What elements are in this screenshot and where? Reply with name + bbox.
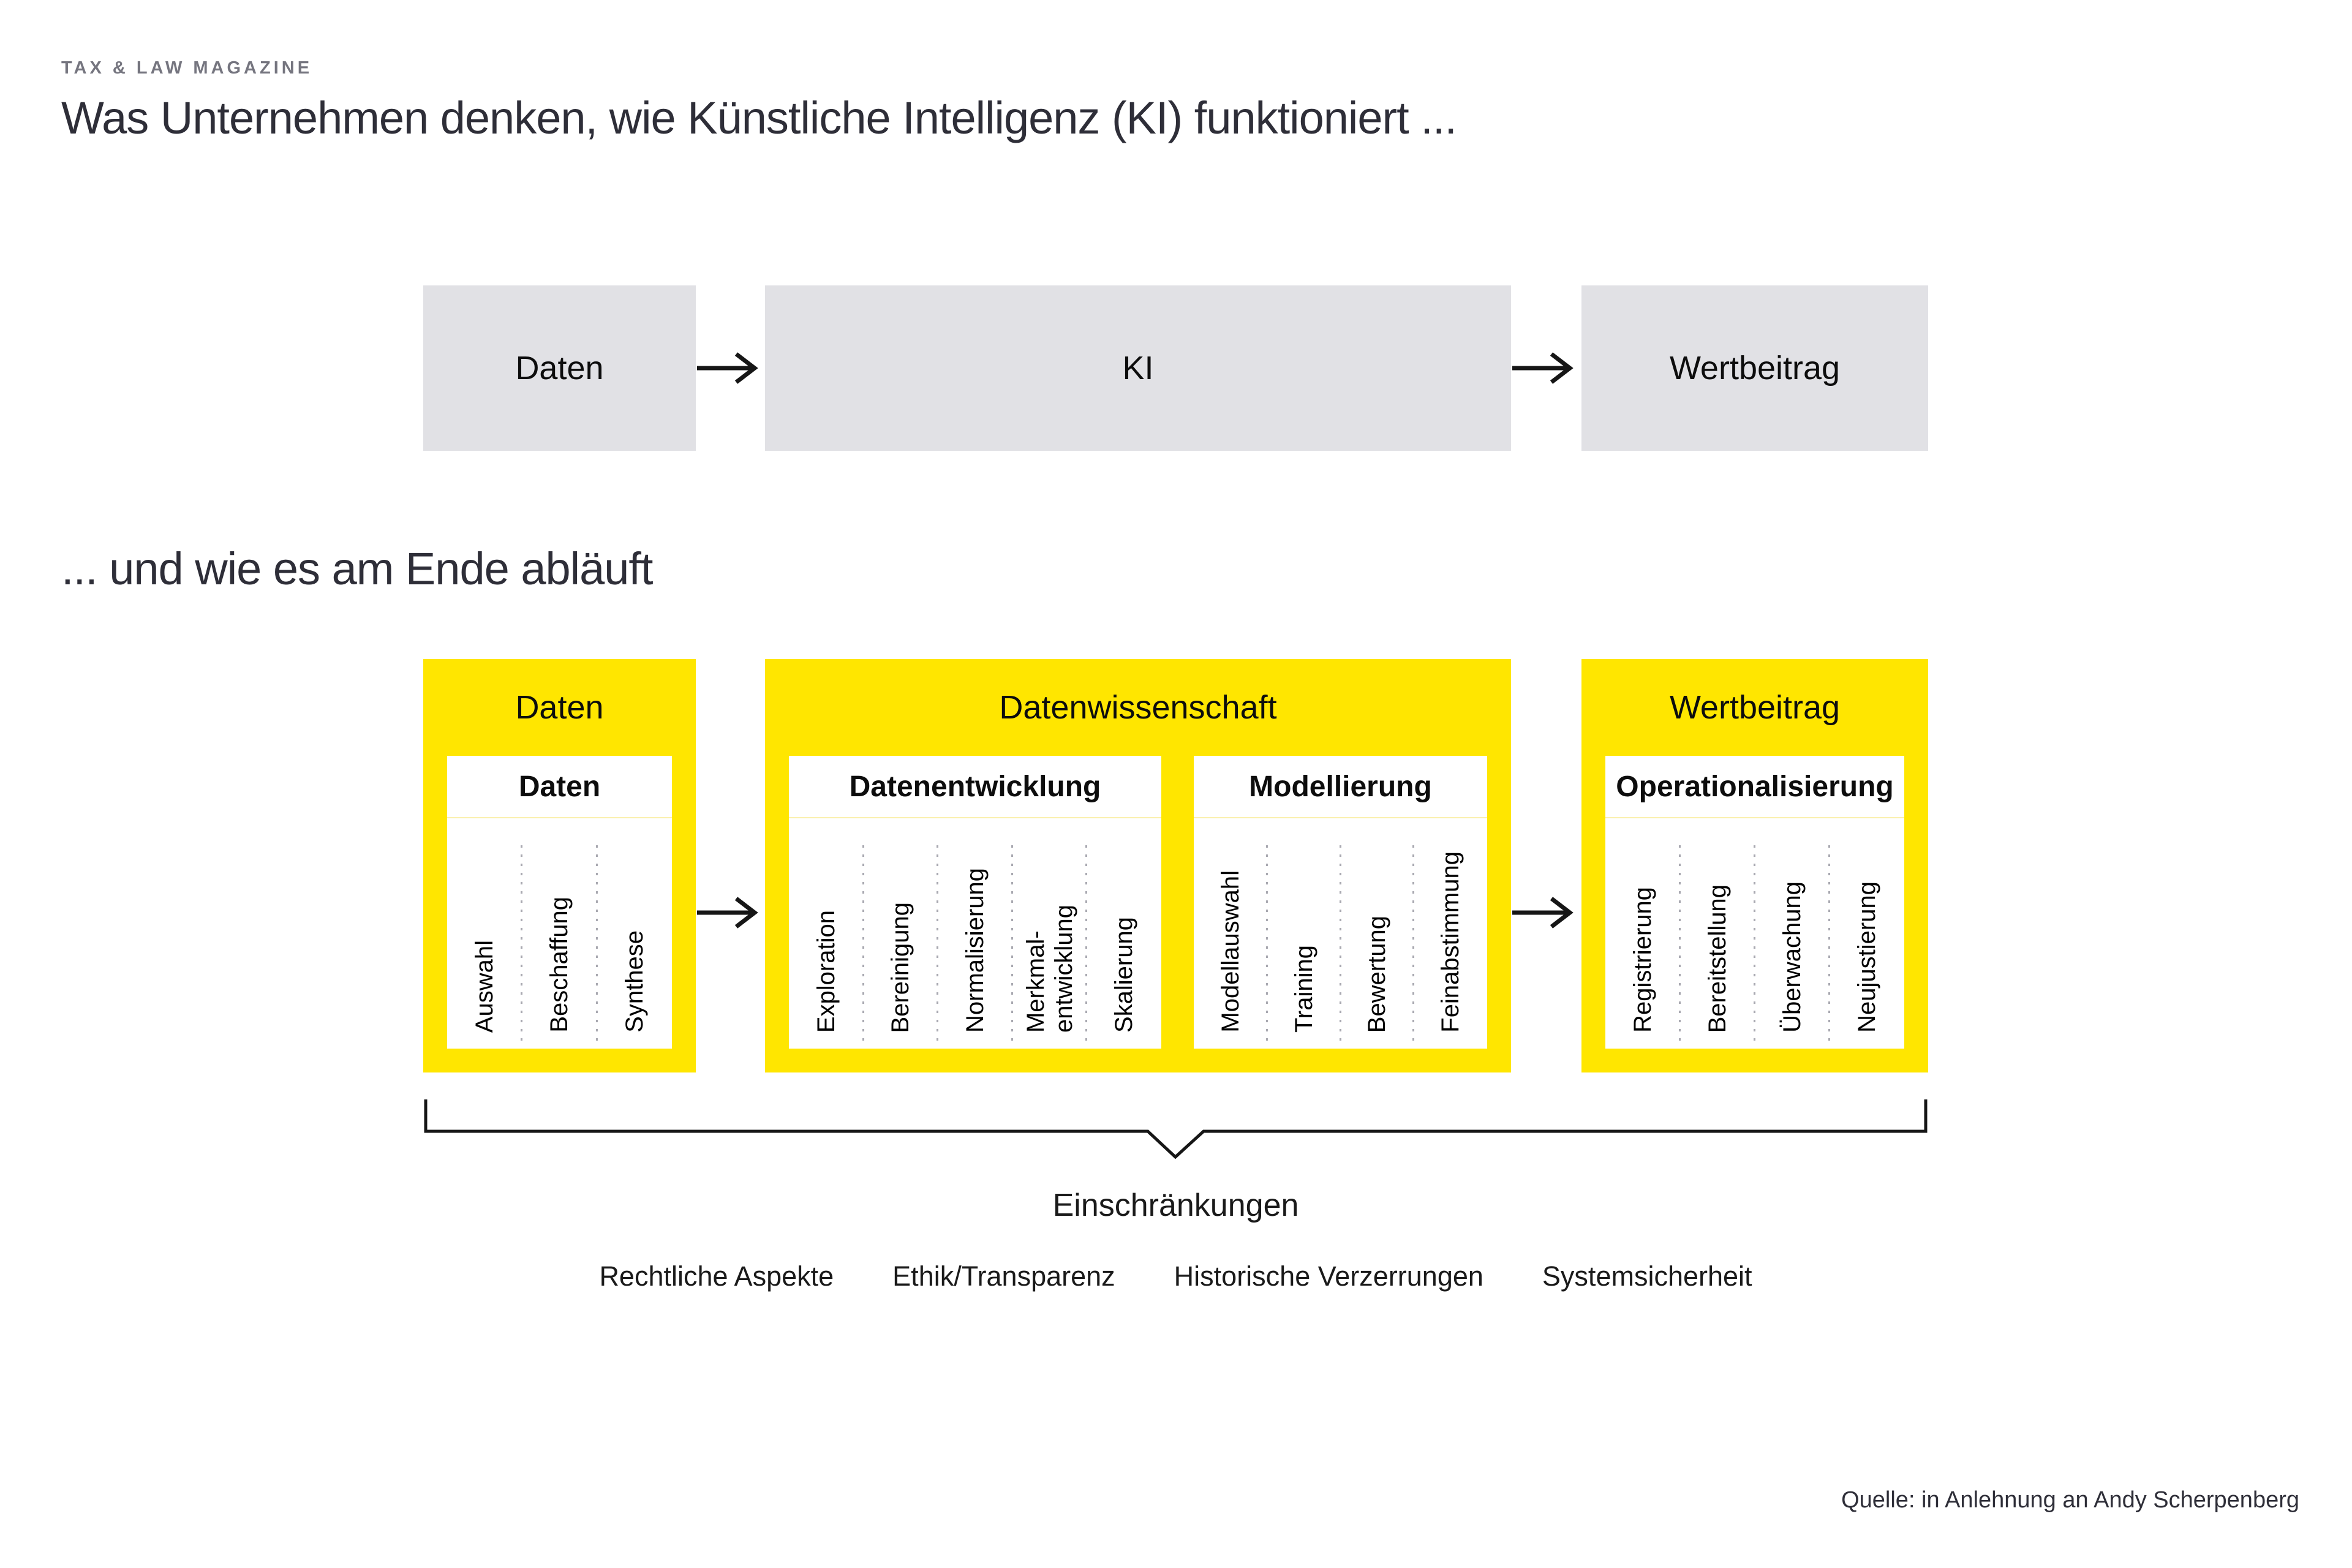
step-cell: Neujustierung <box>1828 818 1904 1049</box>
step-label: Merkmal- entwicklung <box>1022 904 1077 1033</box>
group-modellierung-title: Modellierung <box>1194 756 1487 818</box>
constraints-title: Einschränkungen <box>1052 1188 1299 1223</box>
step-cell: Skalierung <box>1085 818 1161 1049</box>
step-label: Normalisierung <box>961 868 989 1033</box>
actual-box-wertbeitrag: Wertbeitrag Operationalisierung Registri… <box>1581 659 1928 1072</box>
constraint-item: Systemsicherheit <box>1542 1261 1752 1292</box>
arrow-right-icon <box>696 894 765 931</box>
step-label: Training <box>1290 944 1317 1033</box>
actual-box-daten-header: Daten <box>515 689 604 726</box>
step-label: Bewertung <box>1363 915 1391 1033</box>
step-cell: Training <box>1265 818 1341 1049</box>
step-label: Überwachung <box>1779 881 1806 1033</box>
constraint-item: Historische Verzerrungen <box>1174 1261 1483 1292</box>
step-cell: Beschaffung <box>521 818 597 1049</box>
step-cell: Synthese <box>595 818 672 1049</box>
magazine-label: TAX & LAW MAGAZINE <box>61 58 313 78</box>
step-cell: Normalisierung <box>937 818 1012 1049</box>
assumed-box-daten: Daten <box>423 285 696 451</box>
assumed-box-ki-label: KI <box>1122 350 1154 386</box>
constraint-item: Rechtliche Aspekte <box>599 1261 834 1292</box>
step-cell: Überwachung <box>1754 818 1830 1049</box>
step-label: Bereinigung <box>887 902 914 1033</box>
step-label: Synthese <box>620 930 648 1033</box>
assumed-box-ki: KI <box>765 285 1511 451</box>
actual-box-datenwissenschaft: Datenwissenschaft Datenentwicklung Explo… <box>765 659 1511 1072</box>
group-daten-title: Daten <box>447 756 672 818</box>
step-cell: Feinabstimmung <box>1412 818 1487 1049</box>
step-label: Bereitstellung <box>1704 884 1731 1033</box>
step-cell: Registrierung <box>1605 818 1680 1049</box>
step-label: Feinabstimmung <box>1437 851 1464 1033</box>
actual-box-datenwissenschaft-header: Datenwissenschaft <box>999 689 1277 726</box>
step-cell: Modellauswahl <box>1194 818 1267 1049</box>
step-cell: Bereinigung <box>862 818 938 1049</box>
group-modellierung: Modellierung Modellauswahl Training Bewe… <box>1194 756 1487 1049</box>
assumed-box-wertbeitrag-label: Wertbeitrag <box>1669 350 1841 386</box>
section-subtitle: ... und wie es am Ende abläuft <box>61 543 653 594</box>
group-datenentwicklung: Datenentwicklung Exploration Bereinigung… <box>789 756 1161 1049</box>
step-cell: Exploration <box>789 818 864 1049</box>
step-label: Beschaffung <box>546 897 573 1033</box>
constraints-list: Rechtliche Aspekte Ethik/Transparenz His… <box>423 1261 1928 1292</box>
step-cell: Bereitstellung <box>1679 818 1755 1049</box>
arrow-right-icon <box>1511 894 1580 931</box>
actual-box-daten: Daten Daten Auswahl Beschaffung Synthese <box>423 659 696 1072</box>
step-cell: Auswahl <box>447 818 522 1049</box>
constraint-item: Ethik/Transparenz <box>892 1261 1115 1292</box>
step-label: Skalierung <box>1110 916 1138 1033</box>
group-datenentwicklung-title: Datenentwicklung <box>789 756 1161 818</box>
step-label: Exploration <box>812 910 840 1033</box>
group-operationalisierung: Operationalisierung Registrierung Bereit… <box>1605 756 1904 1049</box>
page-title: Was Unternehmen denken, wie Künstliche I… <box>61 92 1457 143</box>
arrow-right-icon <box>696 350 765 386</box>
brace-icon <box>423 1099 1928 1164</box>
step-label: Registrierung <box>1629 887 1656 1033</box>
group-daten: Daten Auswahl Beschaffung Synthese <box>447 756 672 1049</box>
source-credit: Quelle: in Anlehnung an Andy Scherpenber… <box>1841 1487 2299 1513</box>
step-cell: Merkmal- entwicklung <box>1011 818 1087 1049</box>
group-operationalisierung-title: Operationalisierung <box>1605 756 1904 818</box>
step-label: Auswahl <box>471 940 499 1033</box>
assumed-box-daten-label: Daten <box>515 350 604 386</box>
step-label: Modellauswahl <box>1216 870 1244 1033</box>
assumed-box-wertbeitrag: Wertbeitrag <box>1581 285 1928 451</box>
step-cell: Bewertung <box>1339 818 1414 1049</box>
actual-box-wertbeitrag-header: Wertbeitrag <box>1669 689 1841 726</box>
step-label: Neujustierung <box>1853 881 1880 1033</box>
arrow-right-icon <box>1511 350 1580 386</box>
